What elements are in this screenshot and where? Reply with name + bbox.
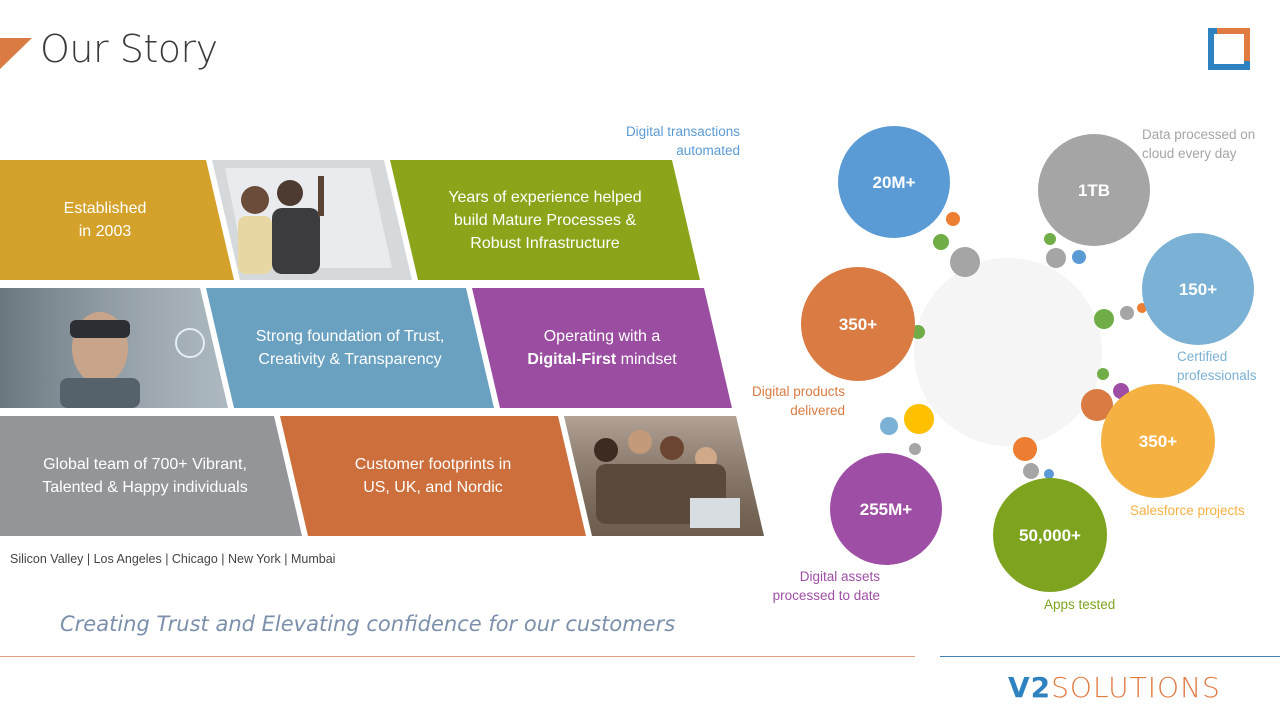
center-halo [914, 258, 1102, 446]
story-mosaic [0, 160, 764, 536]
brand-wordmark: V2SOLUTIONS [1008, 671, 1221, 704]
tagline: Creating Trust and Elevating confidence … [60, 612, 676, 636]
tile-established [0, 160, 234, 280]
team-celebration-photo [564, 416, 764, 536]
digital-first-prefix: Operating with a [543, 328, 661, 345]
stat-value: 50,000+ [1019, 526, 1081, 545]
dot [1072, 250, 1086, 264]
tile-team [0, 416, 302, 536]
stat-label: Data processed on cloud every day [1142, 127, 1256, 161]
footer-rule-left [0, 656, 915, 657]
digital-first-bold: Digital-First [527, 351, 617, 368]
dot [950, 247, 980, 277]
dot [1013, 437, 1037, 461]
dot [1046, 248, 1066, 268]
stat-label: Apps tested [1044, 597, 1116, 612]
tile-team-text: Global team of 700+ Vibrant, Talented & … [42, 456, 248, 496]
stat-value: 150+ [1179, 280, 1217, 299]
stat-bubble [993, 478, 1107, 592]
stat-value: 1TB [1078, 181, 1110, 200]
stat-bubble [1142, 233, 1254, 345]
footer-rule-right [940, 656, 1280, 657]
dot [1097, 368, 1109, 380]
brand-solutions: SOLUTIONS [1051, 671, 1221, 704]
stats-bubble-chart: 20M+ 1TB 150+ 350+ 350+ 255M+ 50,000+ [801, 126, 1254, 592]
dot [933, 234, 949, 250]
stat-label: Digital products delivered [751, 384, 845, 418]
stat-value: 255M+ [860, 500, 913, 519]
page-title: Our Story [40, 27, 218, 71]
stat-value: 350+ [1139, 432, 1177, 451]
tile-established-text: Established in 2003 [63, 200, 147, 240]
tile-footprints [280, 416, 586, 536]
tile-footprints-text: Customer footprints in US, UK, and Nordi… [354, 456, 512, 496]
dot [946, 212, 960, 226]
digital-first-suffix: mindset [616, 351, 677, 368]
title-accent-shape [0, 38, 32, 69]
stat-bubble [1101, 384, 1215, 498]
stat-label: Digital assets processed to date [772, 569, 880, 603]
vr-headset-photo [0, 288, 228, 408]
office-locations: Silicon Valley | Los Angeles | Chicago |… [10, 552, 336, 566]
stat-label: Salesforce projects [1130, 503, 1245, 518]
team-whiteboard-photo [212, 160, 412, 280]
dot [1044, 233, 1056, 245]
dot [1023, 463, 1039, 479]
dot [1094, 309, 1114, 329]
dot [1081, 389, 1113, 421]
stat-bubble [1038, 134, 1150, 246]
stat-bubble [830, 453, 942, 565]
stat-bubble [801, 267, 915, 381]
stat-label: Certified professionals [1177, 349, 1257, 383]
dot [904, 404, 934, 434]
tile-foundation [206, 288, 494, 408]
dot [1120, 306, 1134, 320]
dot [909, 443, 921, 455]
dot [1044, 469, 1054, 479]
stat-value: 20M+ [873, 173, 916, 192]
v2-logo-icon [1208, 28, 1250, 70]
tile-foundation-text: Strong foundation of Trust, Creativity &… [255, 328, 445, 368]
stat-value: 350+ [839, 315, 877, 334]
dot [880, 417, 898, 435]
brand-v2: V2 [1008, 671, 1052, 704]
tile-digital-first-text: Operating with a Digital-First mindset [486, 288, 718, 408]
tile-experience [390, 160, 700, 280]
tile-digital-first [472, 288, 732, 408]
stat-label: Digital transactions automated [625, 124, 740, 158]
stat-bubble [838, 126, 950, 238]
tile-experience-text: Years of experience helped build Mature … [448, 188, 642, 252]
